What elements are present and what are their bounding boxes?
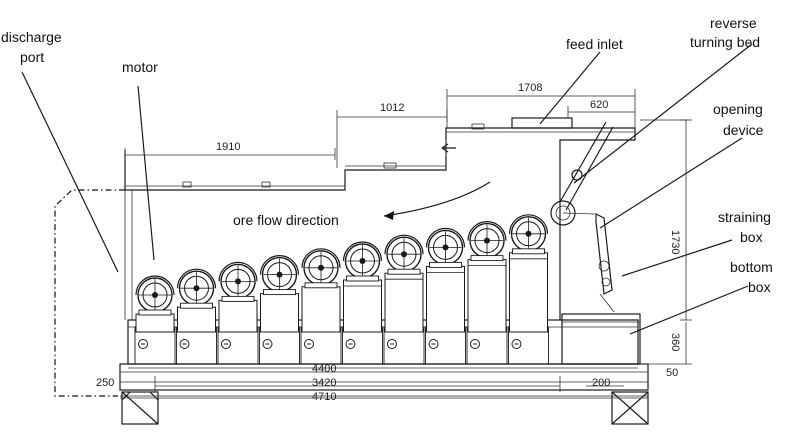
label-discharge-line2: port bbox=[20, 49, 44, 65]
label-ore-flow: ore flow direction bbox=[233, 212, 339, 228]
dim-1910: 1910 bbox=[216, 141, 240, 153]
bottom-segments bbox=[134, 326, 549, 365]
ore-flow-arrow bbox=[383, 181, 491, 217]
bottom-cell bbox=[508, 326, 549, 365]
dimension-texts: 1910 1012 1708 620 1730 360 250 4400 342… bbox=[96, 82, 681, 403]
label-discharge-line1: discharge bbox=[1, 29, 62, 45]
roller-unit bbox=[425, 227, 466, 333]
label-motor: motor bbox=[122, 59, 158, 75]
dim-4400: 4400 bbox=[312, 363, 336, 375]
bottom-cell bbox=[176, 326, 217, 365]
roller-unit bbox=[135, 275, 175, 333]
dim-3420: 3420 bbox=[312, 377, 336, 389]
roller-unit bbox=[508, 214, 549, 333]
label-opening-line1: opening bbox=[713, 101, 763, 117]
dim-360: 360 bbox=[669, 333, 681, 351]
callout-labels: discharge port motor feed inlet reverse … bbox=[1, 15, 773, 295]
label-feed-inlet: feed inlet bbox=[566, 36, 623, 52]
label-bottom-line1: bottom bbox=[730, 259, 773, 275]
bottom-cell bbox=[217, 326, 259, 365]
dim-250: 250 bbox=[96, 377, 114, 389]
dim-50: 50 bbox=[666, 367, 678, 379]
roller-unit bbox=[259, 255, 300, 333]
roller-unit bbox=[342, 241, 383, 333]
housing-hood bbox=[124, 117, 636, 320]
bottom-cell bbox=[134, 326, 176, 365]
roller-assembly bbox=[135, 214, 549, 333]
leader-lines bbox=[21, 43, 753, 335]
ore-flow-arrowhead bbox=[384, 211, 394, 220]
label-straining-line1: straining bbox=[718, 209, 771, 225]
dim-1708: 1708 bbox=[518, 82, 542, 94]
dim-200: 200 bbox=[592, 377, 610, 389]
bottom-cell bbox=[259, 326, 300, 365]
label-straining-line2: box bbox=[740, 229, 763, 245]
label-reverse-line1: reverse bbox=[710, 15, 757, 31]
opening-device-part bbox=[595, 213, 615, 313]
discharge-outline bbox=[54, 189, 125, 397]
roller-unit bbox=[384, 234, 424, 333]
roller-unit bbox=[301, 248, 341, 333]
dim-620: 620 bbox=[590, 99, 608, 111]
bottom-cell bbox=[425, 326, 466, 365]
label-opening-line2: device bbox=[723, 122, 764, 138]
bottom-cell bbox=[300, 326, 342, 365]
dim-1012: 1012 bbox=[380, 102, 404, 114]
bottom-cell bbox=[383, 326, 425, 365]
label-reverse-line2: turning bed bbox=[690, 34, 760, 50]
dimension-lines bbox=[120, 89, 692, 399]
bottom-cell bbox=[466, 326, 508, 365]
roller-unit bbox=[176, 268, 217, 333]
bottom-cell bbox=[342, 326, 383, 365]
dim-4710: 4710 bbox=[312, 391, 336, 403]
dim-1730: 1730 bbox=[669, 230, 681, 254]
roller-unit bbox=[218, 261, 258, 333]
roller-unit bbox=[467, 221, 507, 333]
label-bottom-line2: box bbox=[748, 279, 771, 295]
bottom-box-part bbox=[561, 313, 641, 365]
